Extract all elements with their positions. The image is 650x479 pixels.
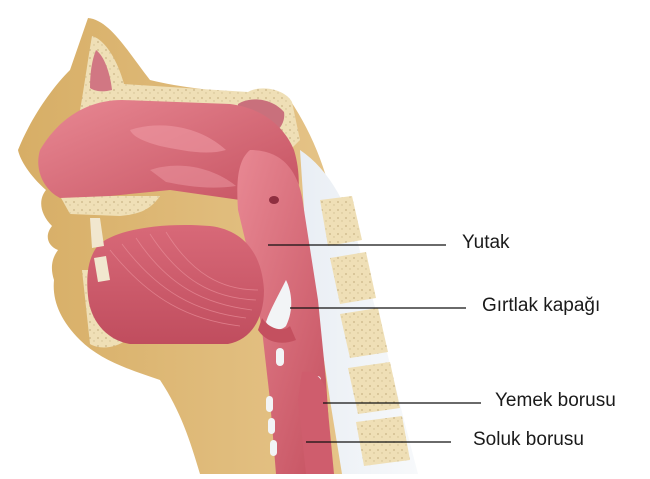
epiglottis-tissue — [258, 280, 296, 343]
label-trachea: Soluk borusu — [473, 429, 584, 450]
nasal-cavity — [38, 100, 299, 210]
label-pharynx: Yutak — [462, 232, 510, 253]
esophagus-tissue — [298, 371, 334, 474]
spine — [300, 150, 418, 474]
tongue — [87, 224, 264, 344]
leader-lines — [268, 244, 481, 443]
label-esophagus: Yemek borusu — [495, 390, 616, 411]
teeth — [90, 218, 110, 282]
label-epiglottis: Gırtlak kapağı — [482, 295, 601, 316]
